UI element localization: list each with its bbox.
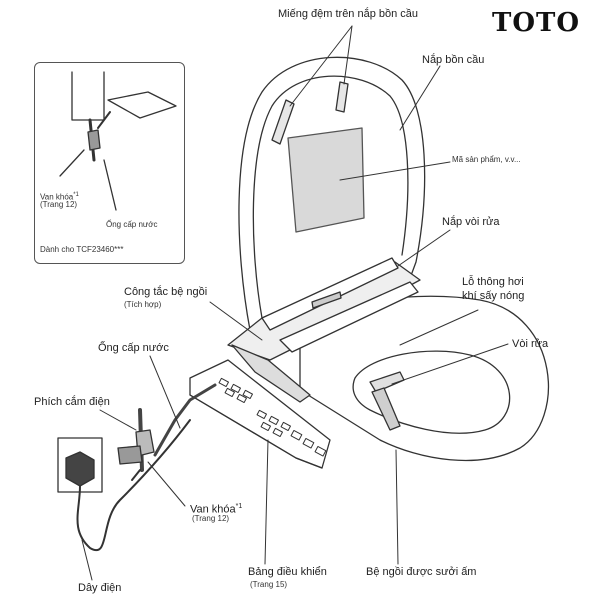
- label-valve-page: (Trang 12): [192, 514, 230, 523]
- control-panel: [189, 359, 331, 469]
- label-nozzle-cover: Nắp vòi rửa: [442, 216, 500, 228]
- inset-box: [34, 62, 185, 264]
- label-plug: Phích cắm điện: [34, 396, 110, 408]
- brand-logo: TOTO: [492, 8, 580, 38]
- inset-drawing: [59, 71, 177, 211]
- water-supply: [117, 383, 217, 481]
- label-control-panel-page: (Trang 15): [250, 580, 288, 589]
- inset-caption: Dành cho TCF23460***: [40, 245, 124, 254]
- toilet-lid: [238, 56, 426, 331]
- leader-lines: [81, 25, 509, 581]
- label-lid-pad: Miếng đệm trên nắp bồn cầu: [278, 8, 419, 20]
- power-plug: [57, 419, 191, 552]
- inset-supply-hose-label: Ống cấp nước: [106, 220, 158, 229]
- label-vent-line1: Lỗ thông hơi: [462, 276, 524, 288]
- label-model-plate: Mã sản phẩm, v.v...: [452, 155, 521, 164]
- unit-body: [227, 257, 421, 403]
- label-lid: Nắp bồn cầu: [422, 54, 485, 66]
- inset-valve-page: (Trang 12): [40, 200, 78, 209]
- label-control-panel: Bảng điều khiển: [248, 566, 327, 578]
- label-vent-line2: khí sấy nóng: [462, 290, 525, 302]
- label-heated-seat: Bệ ngồi được sưởi ấm: [366, 566, 477, 578]
- label-valve: Van khóa*1: [190, 503, 243, 516]
- inset-valve-label: Van khóa*1: [40, 192, 79, 202]
- lid-pad-left: [271, 99, 295, 145]
- label-nozzle: Vòi rửa: [512, 338, 549, 350]
- label-seat-switch: Công tắc bệ ngồi: [124, 286, 208, 298]
- lid-pad-right: [335, 81, 349, 113]
- label-supply-hose: Ống cấp nước: [98, 342, 169, 354]
- model-plate: [287, 127, 365, 233]
- label-seat-switch-note: (Tích hợp): [124, 300, 162, 309]
- label-cord: Dây điện: [78, 582, 122, 594]
